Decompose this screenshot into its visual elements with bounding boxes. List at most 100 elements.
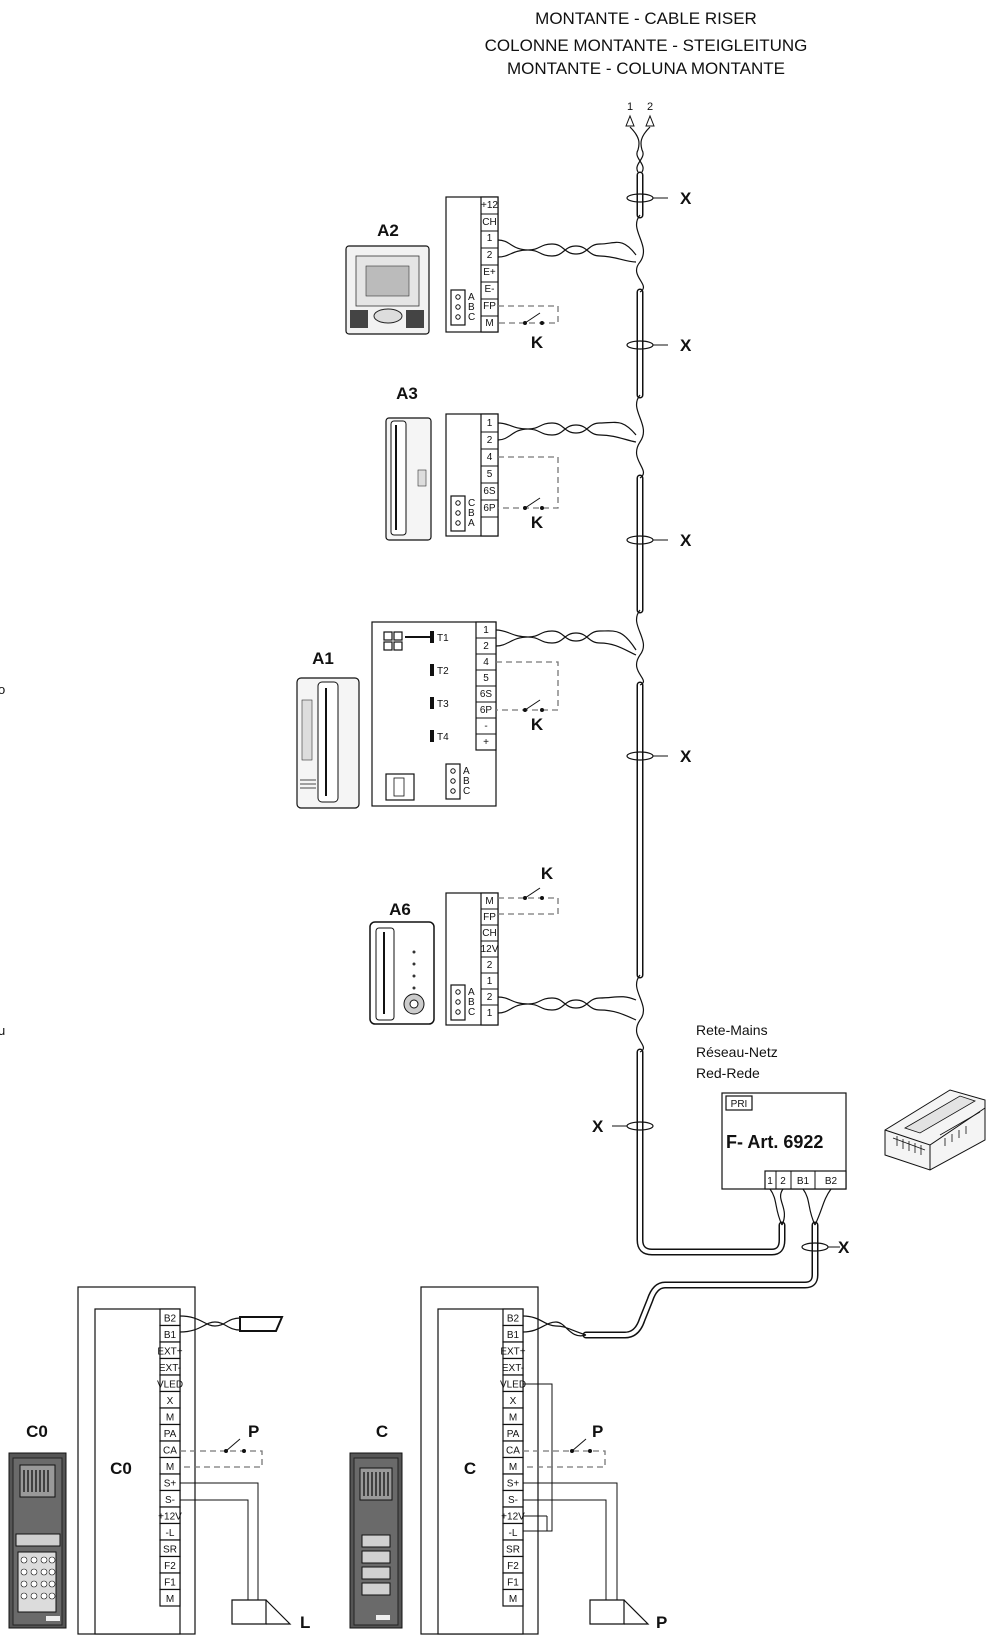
device-a2-label: A2	[377, 221, 399, 240]
terminal-label: M	[485, 318, 493, 329]
terminal-label: B1	[507, 1330, 520, 1341]
mains-label: Réseau-Netz	[696, 1044, 778, 1060]
a2-floor-call-wiring	[498, 305, 559, 324]
k-label: K	[531, 333, 544, 352]
terminal-label: B1	[797, 1176, 810, 1187]
jumper-label: A	[463, 766, 470, 777]
terminal-label: 2	[780, 1176, 786, 1187]
jumper-label: C	[468, 1007, 475, 1018]
terminal-label: B1	[164, 1330, 177, 1341]
riser-twisted-pair	[629, 126, 651, 173]
c0-lock-icon	[231, 1599, 292, 1625]
jumper-label: A	[468, 518, 475, 529]
terminal-label: 1	[487, 418, 493, 429]
jumper-label: A	[468, 292, 475, 303]
a3-jumper: C B A	[450, 495, 475, 532]
jumper-label: A	[468, 987, 475, 998]
terminal-label: 1	[767, 1176, 773, 1187]
terminal-label: +12V	[501, 1512, 525, 1523]
header-line-1: MONTANTE - CABLE RISER	[535, 9, 757, 28]
terminal-label: SR	[506, 1545, 520, 1556]
pri-label: PRI	[731, 1099, 748, 1110]
terminal-label: E-	[485, 284, 495, 295]
a2-jumper: A B C	[450, 289, 475, 326]
terminal-label: 4	[487, 452, 493, 463]
a1-bus-pair	[495, 629, 637, 656]
terminal-label: VLED	[500, 1380, 526, 1391]
a2-intercom-icon	[345, 245, 430, 335]
terminal-label: B2	[507, 1314, 520, 1325]
terminal-label: 1	[487, 1008, 493, 1019]
terminal-label: CH	[482, 217, 496, 228]
terminal-cell	[502, 1588, 524, 1607]
k-label: K	[531, 513, 544, 532]
a1-taps: T1 T2 T3 T4	[383, 631, 449, 743]
x-label: X	[680, 336, 692, 355]
device-a3: A3 1 2 4 5 6S 6P C B A	[385, 384, 637, 541]
a2-terminals: +12 CH 1 2 E+ E- FP M	[481, 200, 498, 329]
panel-c: C B2B1EXT+EXT-VLEDXMPACAMS+S-+12V-LSRF2F…	[420, 1286, 667, 1635]
jumper-label: B	[463, 776, 470, 787]
power-supply-name: F- Art. 6922	[726, 1132, 823, 1152]
c0-keypad-panel-icon	[8, 1452, 67, 1629]
tap-label: T3	[437, 699, 449, 710]
panel-c0: C0 B2B1EXT+EXT-VLEDXMPACAMS+S-+12V-LSRF2…	[77, 1286, 310, 1635]
c-device-label: C	[376, 1422, 388, 1441]
a6-jumper: A B C	[450, 984, 475, 1021]
terminal-label: 6S	[483, 486, 496, 497]
terminal-label: 2	[487, 435, 493, 446]
jumper-label: C	[468, 312, 475, 323]
terminal-label: 6P	[480, 705, 493, 716]
terminal-label: FP	[483, 301, 496, 312]
terminal-label: M	[166, 1413, 174, 1424]
terminal-label: M	[166, 1462, 174, 1473]
c0-door-switch-icon	[224, 1438, 246, 1453]
terminal-label: 2	[487, 960, 493, 971]
c0-door-switch-wiring	[180, 1450, 263, 1468]
c0-bus-pair	[179, 1315, 241, 1333]
terminal-label: 1	[487, 976, 493, 987]
a6-floor-call-switch-icon	[523, 887, 544, 900]
device-a6: A6 M FP CH 12V 2 1 2 1 A B C	[369, 864, 637, 1026]
terminal-label: 5	[487, 469, 493, 480]
header-line-3: MONTANTE - COLUNA MONTANTE	[507, 59, 785, 78]
c-bus-pair	[522, 1315, 587, 1337]
terminal-label: PA	[164, 1429, 177, 1440]
c-door-switch-wiring	[523, 1450, 606, 1468]
terminal-label: EXT-	[159, 1363, 181, 1374]
a2-bus-pair	[497, 239, 637, 263]
tap-label: T1	[437, 633, 449, 644]
terminal-label: 12V	[481, 944, 499, 955]
tap-label: T2	[437, 666, 449, 677]
a3-terminals: 1 2 4 5 6S 6P	[481, 418, 498, 518]
terminal-label: -L	[166, 1528, 175, 1539]
device-a2: A2 +12 CH 1 2 E+ E- FP M A B C	[345, 196, 637, 352]
terminal-label: S+	[507, 1479, 520, 1490]
c0-lock-wiring	[180, 1482, 259, 1600]
power-supply-product-icon	[884, 1089, 986, 1171]
a3-floor-call-wiring	[498, 456, 559, 509]
terminal-label: M	[485, 896, 493, 907]
jumper-label: B	[468, 508, 475, 519]
terminal-label: X	[167, 1396, 174, 1407]
margin-fragment: o	[0, 682, 5, 697]
terminal-label: +12V	[158, 1512, 182, 1523]
terminal-label: CH	[482, 928, 496, 939]
terminal-label: M	[509, 1594, 517, 1605]
c0-load-label: L	[300, 1613, 310, 1632]
c-entrance-panel: C	[349, 1422, 403, 1629]
c0-switch-label: P	[248, 1422, 259, 1441]
terminal-label: -	[484, 721, 487, 732]
terminal-label: +	[483, 737, 489, 748]
x-label: X	[680, 531, 692, 550]
terminal-label: E+	[483, 267, 496, 278]
terminal-label: F2	[507, 1561, 519, 1572]
a2-floor-call-switch-icon	[523, 312, 544, 325]
a6-terminals: M FP CH 12V 2 1 2 1	[481, 896, 499, 1019]
c0-device-label: C0	[26, 1422, 48, 1441]
terminal-label: CA	[163, 1446, 177, 1457]
c-load-label: P	[656, 1613, 667, 1632]
jumper-label: C	[468, 498, 475, 509]
